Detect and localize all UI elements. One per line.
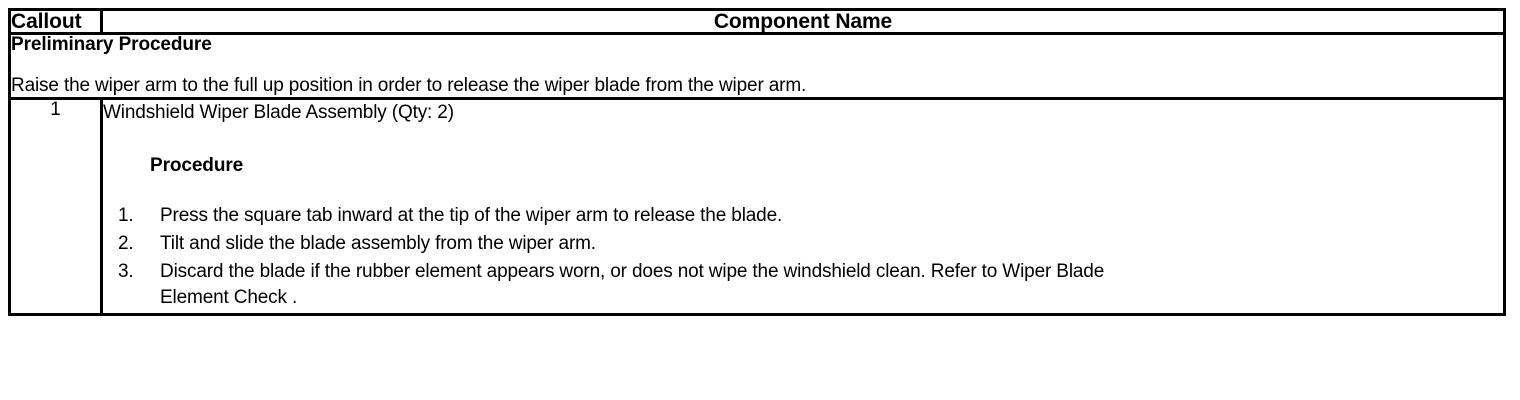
component-detail-cell: Windshield Wiper Blade Assembly (Qty: 2)… xyxy=(100,97,1506,316)
preliminary-procedure-cell: Preliminary Procedure Raise the wiper ar… xyxy=(8,32,1506,100)
column-header-callout: Callout xyxy=(8,8,103,35)
step-text: Tilt and slide the blade assembly from t… xyxy=(160,233,596,254)
step-text: Press the square tab inward at the tip o… xyxy=(160,205,783,226)
component-procedure-table: Callout Component Name Preliminary Proce… xyxy=(8,8,1506,316)
callout-number-1: 1 xyxy=(8,97,103,316)
table-row: 1 Windshield Wiper Blade Assembly (Qty: … xyxy=(8,97,1506,316)
preliminary-procedure-title: Preliminary Procedure xyxy=(11,34,212,55)
preliminary-procedure-text: Raise the wiper arm to the full up posit… xyxy=(11,75,807,96)
procedure-heading: Procedure xyxy=(150,155,244,176)
component-title: Windshield Wiper Blade Assembly (Qty: 2) xyxy=(103,102,454,123)
list-item: Press the square tab inward at the tip o… xyxy=(103,203,1503,229)
list-item: Tilt and slide the blade assembly from t… xyxy=(103,231,1503,257)
preliminary-procedure-row: Preliminary Procedure Raise the wiper ar… xyxy=(8,32,1506,100)
step-text-continuation: Element Check . xyxy=(160,287,298,308)
column-header-component-name: Component Name xyxy=(100,8,1506,35)
step-text: Discard the blade if the rubber element … xyxy=(160,261,1105,282)
list-item: Discard the blade if the rubber element … xyxy=(103,259,1503,311)
table-header-row: Callout Component Name xyxy=(8,8,1506,35)
procedure-step-list: Press the square tab inward at the tip o… xyxy=(103,203,1503,311)
